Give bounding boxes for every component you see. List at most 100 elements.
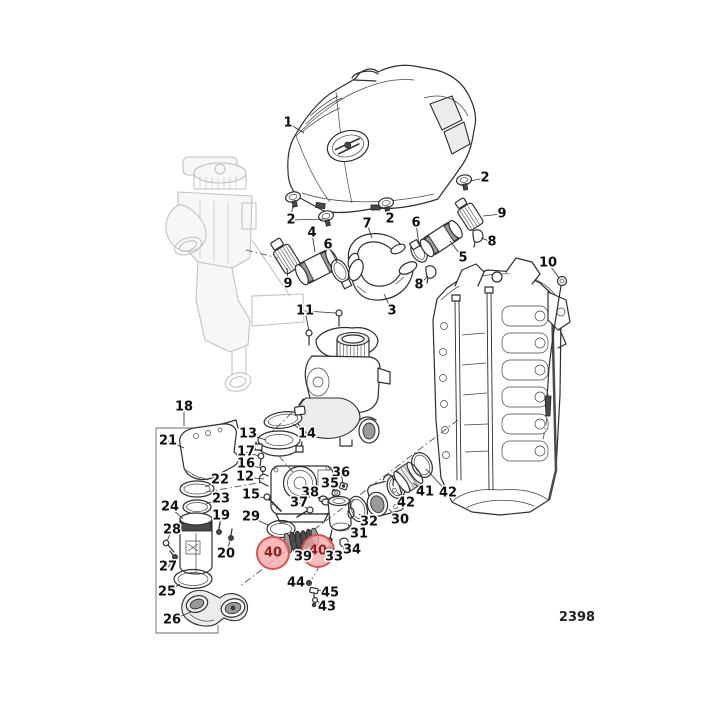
part-callout-22: 22 bbox=[211, 473, 229, 488]
elbow-26 bbox=[181, 589, 249, 627]
hose-5 bbox=[419, 220, 463, 258]
part-callout-29: 29 bbox=[242, 510, 260, 525]
bolt-28 bbox=[162, 539, 175, 553]
callout-leader bbox=[396, 491, 407, 504]
part-callout-15: 15 bbox=[242, 488, 260, 503]
brand-logo-icon bbox=[326, 129, 370, 163]
hose-clamp-6-left bbox=[330, 259, 353, 290]
callout-leader bbox=[383, 293, 393, 312]
part-callout-23: 23 bbox=[212, 492, 230, 507]
callout-leader bbox=[342, 542, 353, 551]
bolt-37 bbox=[296, 506, 314, 518]
o-ring-22 bbox=[179, 480, 215, 498]
callout-leader bbox=[244, 476, 265, 480]
part-callout-45: 45 bbox=[321, 586, 339, 601]
callout-leader bbox=[415, 222, 420, 246]
callout-leader bbox=[250, 516, 269, 526]
o-ring-29 bbox=[266, 519, 296, 539]
part-callout-19: 19 bbox=[212, 509, 230, 524]
bolt-11b bbox=[305, 329, 313, 346]
part-callout-8: 8 bbox=[487, 235, 496, 250]
adapter-13 bbox=[254, 430, 304, 457]
part-callout-13: 13 bbox=[239, 427, 257, 442]
callout-leader bbox=[304, 310, 310, 332]
part-callout-18: 18 bbox=[175, 400, 193, 415]
callout-leader bbox=[482, 213, 503, 217]
callout-leader bbox=[166, 583, 181, 593]
callout-leader bbox=[425, 468, 449, 494]
part-callout-20: 20 bbox=[217, 547, 235, 562]
o-ring-25 bbox=[173, 568, 213, 590]
callout-leader bbox=[167, 558, 175, 568]
part-callout-27: 27 bbox=[159, 560, 177, 575]
callout-leader bbox=[304, 310, 337, 314]
callout-leader bbox=[366, 223, 373, 239]
callout-leader bbox=[167, 440, 185, 449]
part-callout-12: 12 bbox=[236, 470, 254, 485]
part-callout-30: 30 bbox=[391, 513, 409, 528]
part-callout-6: 6 bbox=[323, 238, 332, 253]
part-callout-26: 26 bbox=[163, 613, 181, 628]
callout-leader bbox=[169, 506, 184, 520]
part-callout-8: 8 bbox=[414, 278, 423, 293]
canister-24 bbox=[179, 512, 213, 575]
part-callout-9: 9 bbox=[497, 207, 506, 222]
callout-leader bbox=[292, 423, 308, 435]
callout-leader bbox=[480, 237, 493, 243]
part-callout-28: 28 bbox=[163, 523, 181, 538]
callout-leader bbox=[245, 451, 260, 457]
callout-leader bbox=[469, 177, 486, 182]
screw-17 bbox=[257, 452, 265, 467]
part-callout-4: 4 bbox=[307, 226, 316, 241]
callout-leader bbox=[316, 600, 328, 608]
hose-3-elbow bbox=[348, 258, 418, 301]
engine-cover bbox=[287, 64, 477, 214]
o-ring-42-outer bbox=[411, 452, 433, 478]
callout-leader bbox=[449, 240, 464, 259]
part-callout-21: 21 bbox=[159, 434, 177, 449]
callout-leader bbox=[286, 267, 289, 285]
bracket-8-upper bbox=[472, 229, 484, 248]
part-callout-35: 35 bbox=[321, 477, 339, 492]
part-callout-9: 9 bbox=[283, 277, 292, 292]
engine-block bbox=[432, 257, 571, 516]
clamp-14 bbox=[263, 398, 306, 429]
dipstick bbox=[542, 275, 568, 441]
callout-leader bbox=[412, 482, 426, 493]
highlight-circle[interactable] bbox=[256, 536, 290, 570]
callout-leader bbox=[418, 275, 429, 286]
callout-leader bbox=[309, 492, 322, 500]
callout-leader bbox=[329, 483, 336, 492]
highlight-badge-part-40[interactable]: 40 bbox=[256, 536, 290, 570]
part-callout-33: 33 bbox=[325, 550, 343, 565]
highlight-badge-part-40[interactable]: 40 bbox=[301, 534, 335, 568]
washer-35 bbox=[331, 489, 341, 497]
part-callout-31: 31 bbox=[350, 527, 368, 542]
part-callout-10: 10 bbox=[539, 256, 557, 271]
part-callout-36: 36 bbox=[332, 466, 350, 481]
part-callout-17: 17 bbox=[237, 445, 255, 460]
part-callout-2: 2 bbox=[286, 213, 295, 228]
fitting-31 bbox=[327, 495, 355, 543]
bolt-15 bbox=[263, 493, 282, 512]
throttle-body-12 bbox=[258, 465, 334, 523]
part-callout-39: 39 bbox=[294, 550, 312, 565]
hose-clamp-9-right bbox=[454, 197, 484, 231]
part-callout-7: 7 bbox=[362, 217, 371, 232]
bolt-11a bbox=[335, 309, 343, 327]
callout-leader bbox=[247, 433, 267, 441]
nut-36 bbox=[338, 481, 349, 491]
part-callout-11: 11 bbox=[296, 304, 314, 319]
callout-leaders bbox=[166, 122, 560, 621]
part-callout-14: 14 bbox=[298, 427, 316, 442]
callout-leader bbox=[290, 218, 326, 221]
callout-leader bbox=[245, 463, 262, 469]
highlight-circle[interactable] bbox=[301, 534, 335, 568]
screw-27 bbox=[169, 550, 178, 560]
part-callout-42: 42 bbox=[397, 496, 415, 511]
callout-leader bbox=[340, 472, 344, 484]
highlighted-part-number: 40 bbox=[264, 546, 282, 561]
clip-34 bbox=[339, 537, 349, 554]
